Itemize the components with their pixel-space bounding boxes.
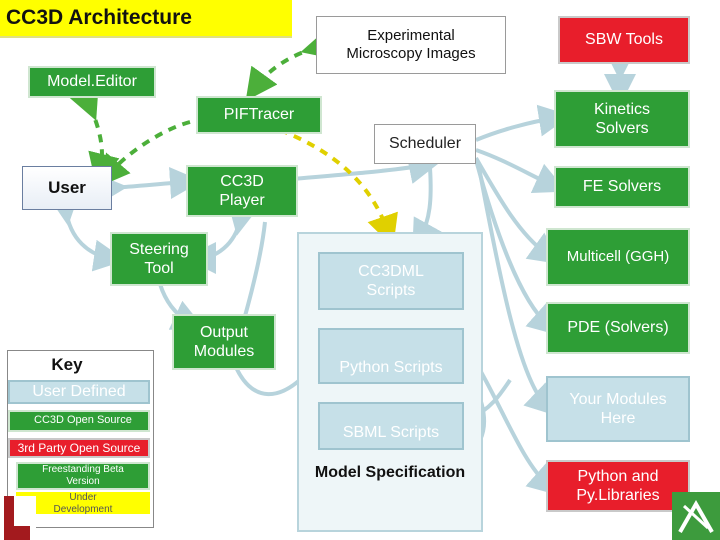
arrow-player-scheduler (279, 152, 441, 184)
model-specification-label: Model Specification (314, 464, 466, 482)
experimental-microscopy-images-node: Experimental Microscopy Images (316, 16, 506, 74)
dashed-arrow-experimental-piftracer (245, 28, 336, 101)
arrow-scheduler-yourmodules (476, 161, 558, 417)
dashed-arrow-modeleditor-user (69, 85, 120, 186)
cc3d-player-node: CC3D Player (186, 165, 298, 217)
model-editor-node: Model.Editor (28, 66, 156, 98)
kinetics-solvers-node: Kinetics Solvers (554, 90, 690, 148)
arrow-scheduler-multicell (474, 157, 562, 265)
page-title: CC3D Architecture (0, 0, 292, 38)
key-freestanding-beta: Freestanding Beta Version (16, 462, 150, 490)
dashed-arrow-piftracer-cc3dml (279, 128, 398, 248)
arrow-user-steering (48, 192, 126, 272)
compucell-logo-icon (672, 492, 720, 540)
cc3dml-scripts-node: CC3DML Scripts (318, 252, 464, 310)
arrow-user-player (94, 167, 202, 206)
user-node: User (22, 166, 112, 210)
fe-solvers-node: FE Solvers (554, 166, 690, 208)
arrow-scheduler-pde (474, 159, 560, 336)
key-user-defined: User Defined (8, 380, 150, 404)
piftracer-node: PIFTracer (196, 96, 322, 134)
arrow-scheduler-kinetics (475, 104, 571, 142)
arrow-output-player (243, 221, 267, 317)
multicell-ggh-node: Multicell (GGH) (546, 228, 690, 286)
pde-solvers-node: PDE (Solvers) (546, 302, 690, 354)
dashed-arrow-piftracer-user (97, 120, 191, 188)
output-modules-node: Output Modules (172, 314, 276, 370)
scheduler-node: Scheduler (374, 124, 476, 164)
key-cc3d-open-source: CC3D Open Source (8, 410, 150, 432)
sbml-scripts-node: SBML Scripts (318, 402, 464, 450)
key-title: Key (51, 354, 83, 374)
sbw-tools-node: SBW Tools (558, 16, 690, 64)
university-logo-icon (0, 496, 36, 540)
steering-tool-node: Steering Tool (110, 232, 208, 286)
python-libraries-node: Python and Py.Libraries (546, 460, 690, 512)
key-third-party-open-source: 3rd Party Open Source (8, 438, 150, 458)
key-under-development: Under Development (16, 492, 150, 514)
arrow-scheduler-cc3dml (412, 167, 442, 252)
python-scripts-node: Python Scripts (318, 328, 464, 384)
arrow-scheduler-fe (475, 148, 567, 193)
your-modules-node: Your Modules Here (546, 376, 690, 442)
